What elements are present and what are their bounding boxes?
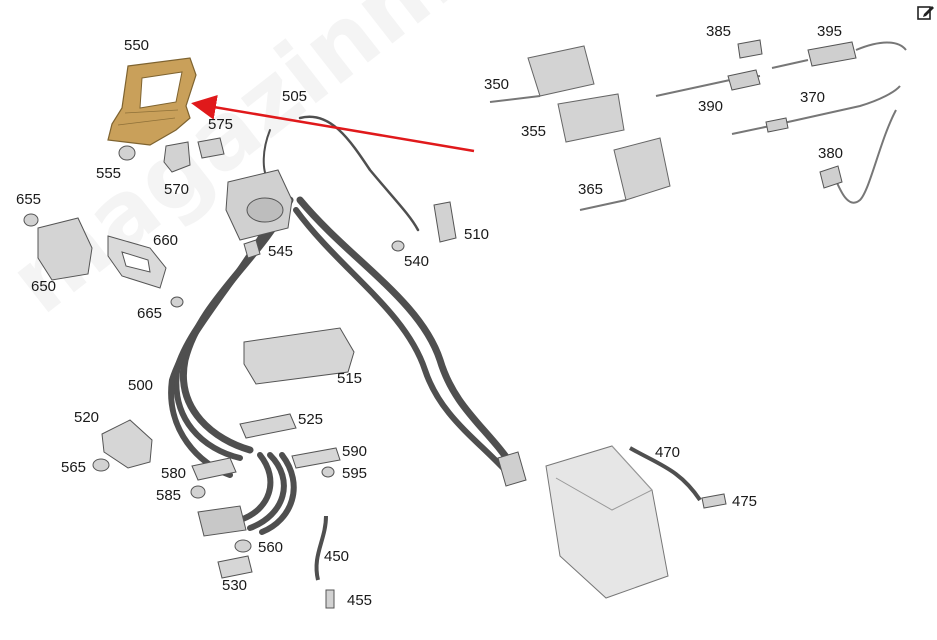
label-570: 570 [164, 181, 190, 198]
part-550-bracket[interactable] [107, 57, 197, 146]
part-365[interactable] [579, 137, 671, 211]
label-550: 550 [124, 37, 150, 54]
label-560: 560 [258, 539, 284, 556]
label-365: 365 [578, 181, 604, 198]
label-510: 510 [464, 226, 490, 243]
label-655: 655 [16, 191, 42, 208]
part-505-unit[interactable] [225, 169, 293, 241]
label-515: 515 [337, 370, 363, 387]
highlight-arrow [191, 95, 475, 153]
part-470-cable[interactable] [629, 446, 702, 502]
part-655[interactable] [23, 213, 39, 227]
part-570[interactable] [163, 141, 191, 173]
part-390-body[interactable] [727, 69, 761, 91]
label-355: 355 [521, 123, 547, 140]
part-530[interactable] [217, 555, 253, 579]
part-580[interactable] [191, 457, 237, 481]
part-395[interactable] [771, 41, 907, 69]
part-380-plug[interactable] [819, 165, 843, 189]
part-355[interactable] [557, 93, 625, 143]
label-370: 370 [800, 89, 826, 106]
part-525[interactable] [239, 413, 297, 439]
part-540[interactable] [391, 240, 405, 252]
label-540: 540 [404, 253, 430, 270]
label-660: 660 [153, 232, 179, 249]
part-515-holder[interactable] [243, 327, 355, 385]
part-455[interactable] [325, 589, 335, 609]
part-380[interactable] [833, 109, 897, 204]
part-665[interactable] [170, 296, 184, 308]
label-470: 470 [655, 444, 681, 461]
label-520: 520 [74, 409, 100, 426]
label-555: 555 [96, 165, 122, 182]
part-650-module[interactable] [37, 217, 93, 281]
label-590: 590 [342, 443, 368, 460]
part-500-connector[interactable] [197, 505, 247, 537]
part-575[interactable] [197, 137, 225, 159]
label-450: 450 [324, 548, 350, 565]
part-385[interactable] [737, 39, 763, 59]
label-650: 650 [31, 278, 57, 295]
part-350[interactable] [489, 45, 595, 103]
part-battery-box[interactable] [545, 445, 669, 599]
label-595: 595 [342, 465, 368, 482]
label-575: 575 [208, 116, 234, 133]
part-370-body[interactable] [765, 117, 789, 133]
label-585: 585 [156, 487, 182, 504]
label-545: 545 [268, 243, 294, 260]
part-370[interactable] [731, 85, 901, 135]
part-565[interactable] [92, 458, 110, 472]
part-595[interactable] [321, 466, 335, 478]
part-560[interactable] [234, 539, 252, 553]
label-350: 350 [484, 76, 510, 93]
part-475[interactable] [701, 493, 727, 509]
label-500: 500 [128, 377, 154, 394]
label-525: 525 [298, 411, 324, 428]
part-585[interactable] [190, 485, 206, 499]
part-660-bracket[interactable] [107, 235, 167, 289]
label-530: 530 [222, 577, 248, 594]
label-390: 390 [698, 98, 724, 115]
part-520[interactable] [101, 419, 153, 469]
label-505: 505 [282, 88, 308, 105]
label-665: 665 [137, 305, 163, 322]
label-565: 565 [61, 459, 87, 476]
label-385: 385 [706, 23, 732, 40]
label-475: 475 [732, 493, 758, 510]
label-380: 380 [818, 145, 844, 162]
edit-icon[interactable] [917, 3, 935, 21]
main-harness[interactable] [168, 115, 519, 535]
part-harness-plug[interactable] [497, 451, 527, 487]
part-555[interactable] [118, 145, 136, 161]
label-455: 455 [347, 592, 373, 609]
part-510[interactable] [433, 201, 457, 243]
part-450-cable[interactable] [314, 515, 328, 581]
label-395: 395 [817, 23, 843, 40]
part-590[interactable] [291, 447, 341, 469]
part-545[interactable] [243, 239, 261, 259]
label-580: 580 [161, 465, 187, 482]
